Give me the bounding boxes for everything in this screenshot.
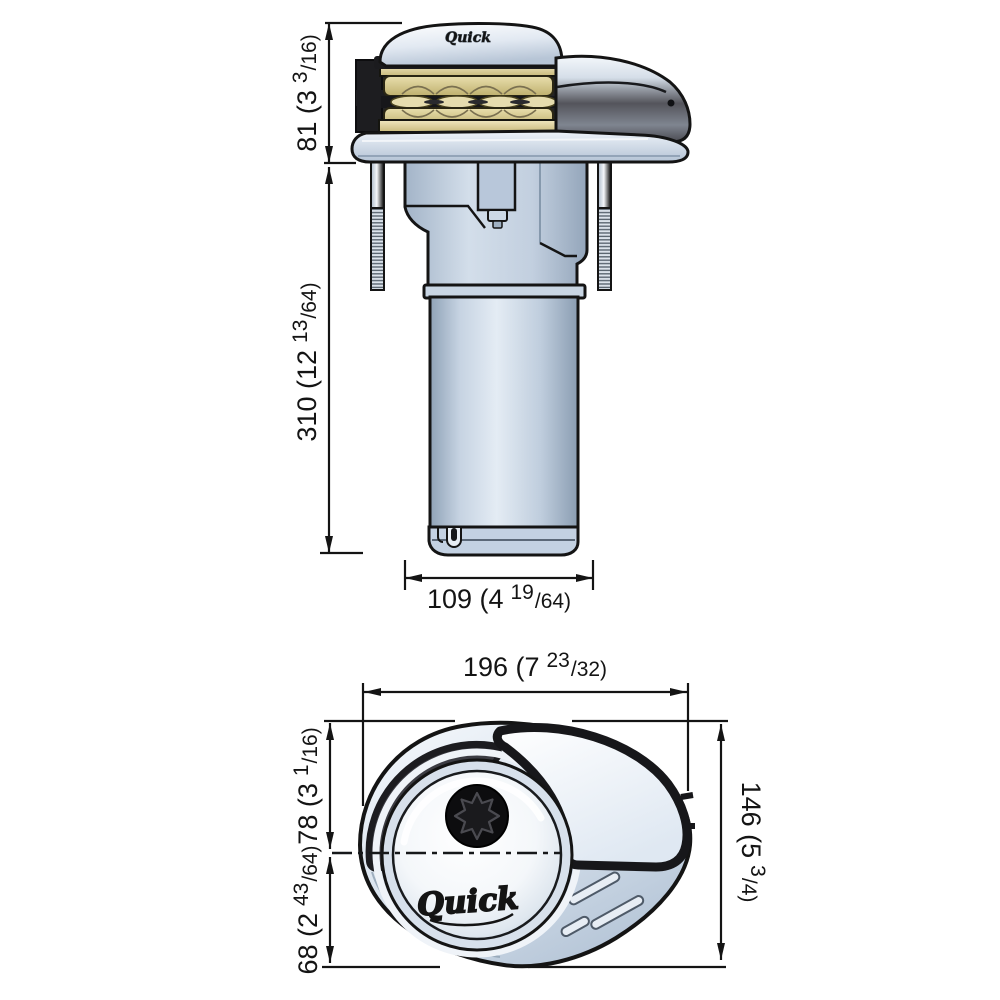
dim-196-label: 196 (7 23/32) — [463, 649, 607, 682]
dim-main: 310 (12 — [292, 350, 322, 442]
side-view: Quick 81 (3 3/16) 310 (12 13/64) — [289, 21, 692, 614]
dim-109-label: 109 (4 19/64) — [427, 581, 571, 614]
dimension-81 — [324, 21, 402, 165]
gypsy-upper-wheel — [383, 75, 554, 97]
dim-main: 81 (3 — [292, 90, 322, 152]
dim-tail: /64) — [535, 590, 571, 613]
drum-highlight — [400, 777, 545, 846]
dim-sup: 1 — [290, 764, 313, 776]
cover-screw — [667, 99, 675, 107]
socket-star — [453, 791, 501, 841]
dim-sup: 3 — [289, 71, 312, 83]
motor-housing — [422, 283, 587, 557]
grip-ridge — [560, 915, 590, 938]
gypsy-upper-scallops — [401, 85, 537, 95]
chain-gypsy — [355, 59, 558, 133]
top-view-extension-lines — [322, 719, 728, 969]
drum-brand-underline — [429, 912, 514, 927]
warping-drum: Quick — [380, 758, 574, 952]
dim-main: 109 (4 — [427, 584, 504, 614]
gearbox-chamfer-right — [539, 241, 577, 258]
dim-310-label: 310 (12 13/64) — [289, 282, 322, 441]
dim-main: 78 (3 — [293, 783, 323, 845]
stud-shank — [370, 161, 385, 209]
dim-tail: /64) — [299, 845, 322, 881]
cover-seam — [556, 81, 667, 94]
flange-highlight — [361, 138, 649, 142]
motor-drain-hook — [437, 528, 444, 543]
dim-tail: /4) — [737, 878, 760, 903]
dim-146-label: 146 (5 3/4) — [736, 782, 769, 903]
motor-slot-pin — [451, 528, 457, 541]
dim-tail: /64) — [298, 282, 321, 318]
drum-brand-label: Quick — [416, 881, 520, 924]
chain-link-slot — [424, 99, 444, 105]
gearbox-center-block — [476, 159, 517, 212]
grip-ridges — [560, 871, 645, 938]
grip-ridge — [590, 895, 645, 930]
top-cap: Quick — [374, 21, 566, 69]
dim-sup: 43 — [290, 883, 313, 906]
dim-sup: 19 — [511, 581, 534, 604]
cover-notch — [680, 792, 694, 800]
stud-threads — [597, 207, 612, 291]
dim-sup: 3 — [746, 865, 769, 877]
dim-78-label: 78 (3 1/16) — [290, 727, 323, 844]
cap-brand-label: Quick — [445, 30, 491, 46]
cover-body — [554, 54, 692, 144]
cap-dome — [378, 21, 564, 68]
chainpipe-cover — [492, 723, 692, 872]
dim-tail: /32) — [571, 658, 607, 681]
dim-68-label: 68 (2 43/64) — [290, 845, 323, 974]
deck-flange — [350, 129, 690, 164]
dim-tail: /16) — [299, 727, 322, 763]
gypsy-lower-scallops — [401, 109, 537, 118]
mounting-stud-right — [597, 161, 612, 291]
stud-threads — [370, 207, 385, 291]
chain-link-slot — [468, 99, 488, 105]
dimension-196 — [361, 683, 690, 806]
dim-sup: 13 — [289, 320, 312, 343]
motor-body — [428, 295, 580, 529]
dim-main: 196 (7 — [463, 652, 540, 682]
stud-shank — [597, 161, 612, 209]
drum-face — [391, 769, 563, 941]
gearbox-chamfer-left — [405, 204, 486, 229]
mounting-stud-left — [370, 161, 385, 291]
dim-main: 146 (5 — [736, 782, 766, 859]
dimension-310 — [320, 167, 363, 555]
gearbox-nub — [487, 209, 508, 222]
dim-tail: /16) — [298, 34, 321, 70]
gearbox-stub — [492, 220, 503, 229]
dim-81-label: 81 (3 3/16) — [289, 34, 322, 151]
gearbox-housing — [403, 159, 589, 289]
gypsy-cover-side — [554, 54, 692, 144]
flange-plate — [350, 129, 690, 164]
dim-sup: 23 — [547, 649, 570, 672]
dim-main: 68 (2 — [293, 913, 323, 975]
chain-link-slot — [510, 99, 530, 105]
grip-ridge — [568, 871, 621, 906]
dimension-109 — [403, 560, 595, 590]
